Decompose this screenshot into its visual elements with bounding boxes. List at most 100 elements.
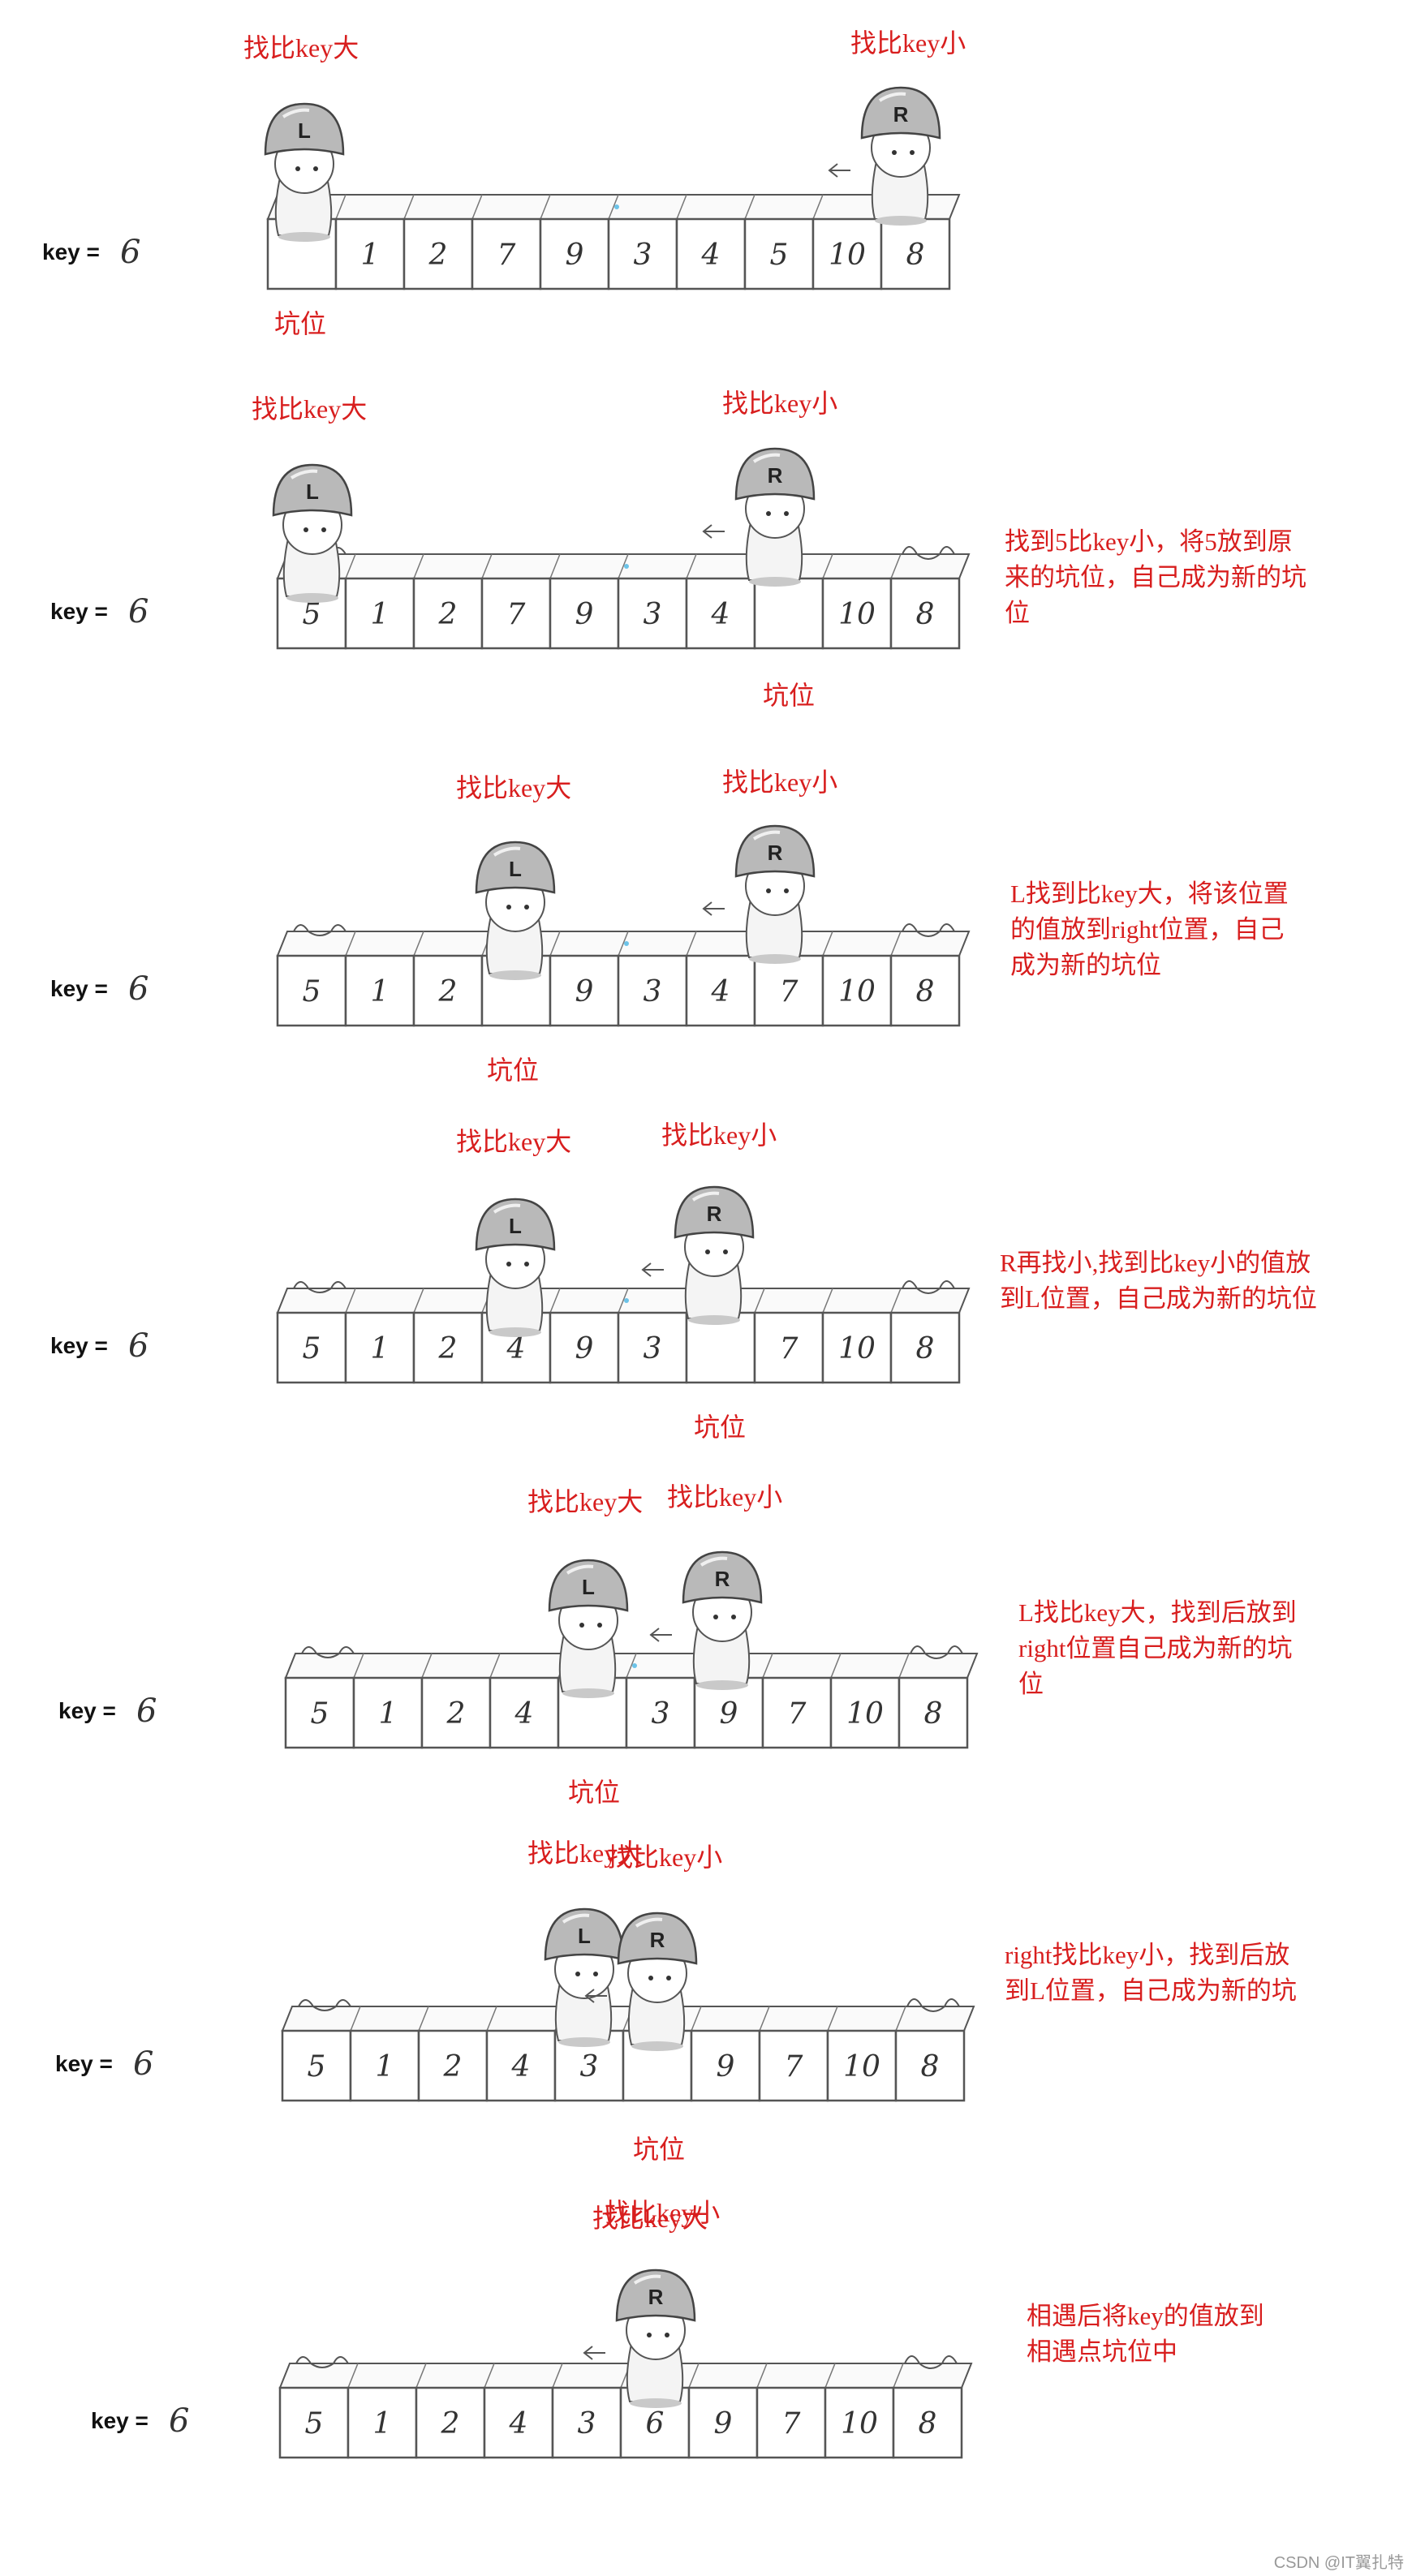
- array-center-dot: [632, 1663, 637, 1668]
- array-cell: [617, 1311, 688, 1384]
- character-eye-icon: [910, 150, 915, 155]
- helmet-letter: R: [893, 102, 909, 127]
- character-eye-icon: [321, 527, 326, 532]
- left-arrow-icon: [584, 1989, 607, 2003]
- step-note-line: 到L位置，自己成为新的坑: [1005, 1976, 1297, 2005]
- array-cell: [826, 2029, 898, 2102]
- step-note-line: L找比key大，找到后放到: [1018, 1598, 1297, 1627]
- array-cell: [753, 1311, 824, 1384]
- left-arrow-icon: [649, 1628, 672, 1642]
- array-top-divider: [486, 2006, 497, 2032]
- array-top-divider: [762, 1653, 773, 1679]
- array-top-divider: [403, 194, 415, 220]
- array-cell-value: 4: [711, 598, 730, 631]
- array-cell: [420, 1676, 492, 1749]
- array-cell-value: 8: [916, 598, 935, 631]
- array-top-divider: [345, 1288, 356, 1314]
- key-value: 6: [128, 970, 149, 1008]
- array-top-divider: [676, 194, 687, 220]
- array-top-divider: [347, 2363, 359, 2389]
- array-cell: [898, 1676, 969, 1749]
- helmet-letter: R: [707, 1202, 722, 1226]
- array-top-divider: [484, 2363, 495, 2389]
- left-arrow-icon: [702, 524, 725, 539]
- array-cell: [892, 2386, 963, 2459]
- pointer-r-character: R: [702, 447, 816, 587]
- helmet-shine-icon: [635, 1917, 663, 1928]
- helmet-letter: L: [582, 1575, 595, 1599]
- find-larger-label: 找比key大: [592, 2204, 708, 2233]
- array-cell-value: 5: [303, 598, 321, 631]
- array-cell: [485, 2029, 557, 2102]
- pointer-r-character: R: [583, 2269, 696, 2408]
- character-shadow-icon: [749, 954, 801, 964]
- array-cell-value: 1: [371, 598, 390, 631]
- character-shadow-icon: [489, 1327, 541, 1337]
- array-cell: [480, 577, 552, 650]
- array-cap-icon: [902, 546, 955, 560]
- array-cell-value: 5: [770, 239, 789, 272]
- step-note-line: R再找小,找到比key小的值放: [1000, 1249, 1311, 1277]
- array-cell-value: 5: [308, 2050, 326, 2084]
- array-cell-value: 3: [578, 2407, 596, 2441]
- array-cell-value: 4: [509, 2407, 528, 2441]
- array-top-divider: [686, 553, 697, 579]
- array-cap-icon: [298, 1999, 351, 2011]
- array-cap-icon: [293, 924, 347, 936]
- array-cell-value: 2: [446, 1697, 466, 1731]
- find-larger-label: 找比key大: [456, 773, 571, 802]
- array-cell-value: 3: [580, 2050, 599, 2084]
- array-top-divider: [759, 2006, 770, 2032]
- key-label: key =: [50, 599, 108, 624]
- helmet-letter: L: [509, 1214, 522, 1238]
- key-label: key =: [50, 1333, 108, 1358]
- find-smaller-label: 找比key小: [661, 1120, 777, 1150]
- hole-label: 坑位: [274, 309, 326, 338]
- step-note-line: 来的坑位，自己成为新的坑: [1005, 563, 1307, 591]
- array-top-divider: [898, 1653, 910, 1679]
- character-eye-icon: [705, 1249, 710, 1254]
- array-cell-value: 5: [305, 2407, 324, 2441]
- array-cell-value: 7: [785, 2050, 803, 2084]
- pointer-l-character: L: [272, 463, 353, 603]
- array-cell-value: 5: [303, 1332, 321, 1365]
- character-eye-icon: [892, 150, 897, 155]
- array-top-divider: [744, 194, 756, 220]
- array-top-divider: [350, 2006, 361, 2032]
- step-note-line: 成为新的坑位: [1010, 951, 1161, 979]
- array-cell-value: 10: [843, 2050, 880, 2084]
- array-cell-value: 7: [780, 1332, 799, 1365]
- step-note-line: right位置自己成为新的坑: [1018, 1634, 1293, 1662]
- step-note-line: 位: [1005, 599, 1030, 627]
- array-cell-value: 7: [788, 1697, 807, 1731]
- array-cap-icon: [295, 2356, 349, 2368]
- array-top-divider: [691, 2006, 702, 2032]
- find-larger-label: 找比key大: [527, 1838, 643, 1868]
- character-eye-icon: [648, 1976, 653, 1980]
- array-cell-value: 5: [303, 975, 321, 1008]
- character-shadow-icon: [489, 970, 541, 980]
- array-cell: [758, 2029, 829, 2102]
- step-note-line: 相遇点坑位中: [1027, 2337, 1177, 2366]
- array-cell-value: 9: [575, 1332, 594, 1365]
- array-cell-value: 10: [838, 975, 876, 1008]
- find-smaller-label: 找比key小: [607, 1843, 722, 1872]
- array-top-divider: [540, 194, 551, 220]
- array-top-divider: [618, 931, 629, 957]
- array-cell: [625, 1676, 696, 1749]
- array-cell-value: 9: [575, 975, 594, 1008]
- helmet-shine-icon: [290, 469, 318, 480]
- array-cell-value: 9: [566, 239, 584, 272]
- left-arrow-icon: [583, 2346, 605, 2360]
- find-smaller-label: 找比key小: [722, 389, 837, 418]
- array-cell: [617, 954, 688, 1027]
- array-cell: [403, 217, 474, 290]
- character-eye-icon: [579, 1623, 584, 1628]
- key-label: key =: [58, 1698, 116, 1723]
- character-shadow-icon: [562, 1688, 614, 1698]
- array-cell-value: 1: [376, 2050, 394, 2084]
